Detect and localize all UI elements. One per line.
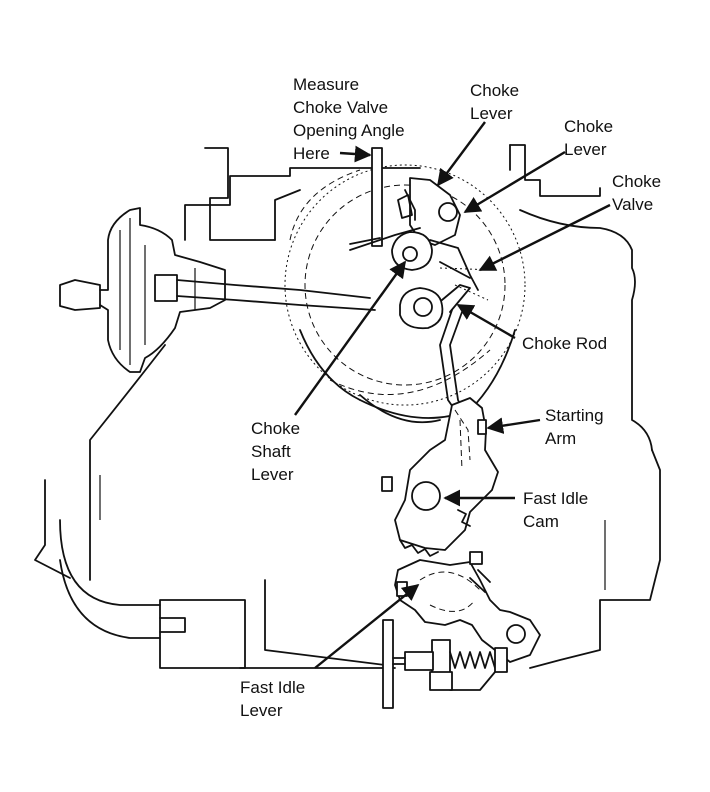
label-fast-idle-lever-line-1: Fast Idle [240,678,305,697]
label-choke-valve: Choke Valve [612,172,666,214]
label-fast-idle-cam-line-2: Cam [523,512,559,531]
choke-rod-arrow [456,303,516,340]
fast-idle-lever-assembly [382,551,541,709]
choke-diaphragm [59,207,376,373]
label-starting-arm-line-1: Starting [545,406,604,425]
leader-arrows [294,121,611,669]
choke-lever-1-arrow [436,121,486,187]
label-fast-idle-cam: Fast Idle Cam [523,489,593,531]
starting-arm-arrow [486,417,541,435]
label-choke-shaft-lever: Choke Shaft Lever [251,419,305,484]
label-fast-idle-lever: Fast Idle Lever [240,678,310,720]
label-choke-shaft-lever-line-2: Shaft [251,442,291,461]
measure-angle-arrow [339,145,372,163]
label-measure-angle-line-3: Opening Angle [293,121,405,140]
fast-idle-cam-assembly [381,397,499,557]
label-choke-valve-line-1: Choke [612,172,661,191]
label-measure-angle: Measure Choke Valve Opening Angle Here [293,75,409,163]
choke-valve-arrow [478,203,611,272]
label-choke-lever-1: Choke Lever [470,81,524,123]
choke-lever-2-arrow [463,150,566,214]
label-starting-arm-line-2: Arm [545,429,576,448]
label-choke-rod: Choke Rod [522,334,607,353]
choke-shaft-lever-arrow [294,260,406,416]
label-choke-lever-2-line-2: Lever [564,140,607,159]
label-choke-lever-1-line-1: Choke [470,81,519,100]
label-choke-valve-line-2: Valve [612,195,653,214]
label-choke-rod-line-1: Choke Rod [522,334,607,353]
choke-valve-assembly [349,147,496,411]
label-starting-arm: Starting Arm [545,406,608,448]
label-choke-shaft-lever-line-3: Lever [251,465,294,484]
label-choke-lever-2-line-1: Choke [564,117,613,136]
label-measure-angle-line-4: Here [293,144,330,163]
label-choke-lever-1-line-2: Lever [470,104,513,123]
fast-idle-lever-arrow [314,583,420,669]
label-measure-angle-line-1: Measure [293,75,359,94]
label-fast-idle-lever-line-2: Lever [240,701,283,720]
label-fast-idle-cam-line-1: Fast Idle [523,489,588,508]
label-choke-shaft-lever-line-1: Choke [251,419,300,438]
label-measure-angle-line-2: Choke Valve [293,98,388,117]
label-choke-lever-2: Choke Lever [564,117,618,159]
